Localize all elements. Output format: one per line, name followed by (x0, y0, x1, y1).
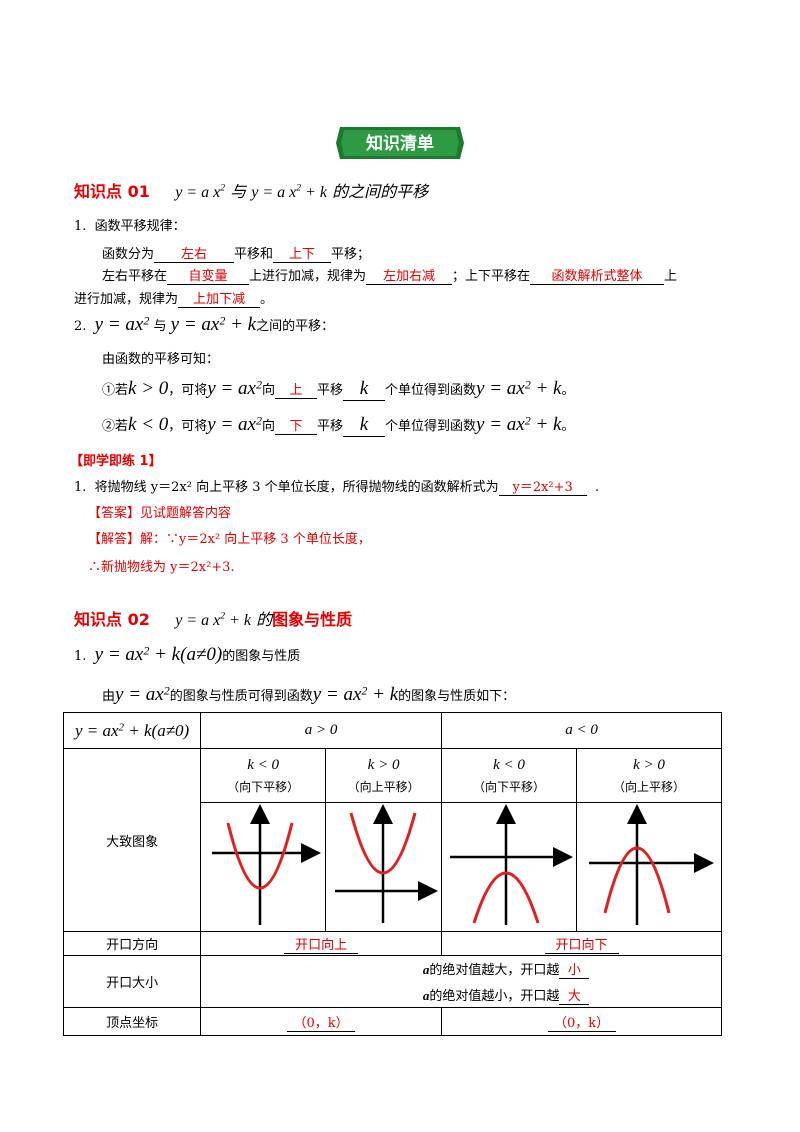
kp2-title: 知识点 02 y = a x2 + k 的图象与性质 (74, 610, 353, 629)
col-condition: k > 0（向上平移） (325, 748, 443, 803)
answer-blank: 左加右减 (383, 269, 436, 284)
kp1-item1-line2: 左右平移在自变量上进行加减，规律为左加右减；上下平移在函数解析式整体上 (102, 265, 677, 285)
row-label-open-size: 开口大小 (62, 955, 202, 1008)
kp1-title: 知识点 01 y = a x2 与 y = a x2 + k 的之间的平移 (74, 182, 429, 201)
table-header-formula: y = ax2 + k(a≠0) (62, 712, 202, 749)
practice-conclusion: ∴新抛物线为 y＝2x²+3. (88, 560, 235, 575)
kp1-item2-title: 2. y = ax2 与 y = ax2 + k之间的平移： (74, 313, 335, 335)
open-direction-down: 开口向下 (441, 931, 722, 956)
graph-cell-up-down (200, 802, 327, 932)
practice-solution: 【解答】解：∵y＝2x² 向上平移 3 个单位长度， (88, 532, 371, 547)
practice-answer-blank: y＝2x²+3 (512, 480, 573, 495)
practice-header: 【即学即练 1】 (70, 454, 162, 469)
parabola-graph-2 (334, 804, 438, 923)
row-label-vertex: 顶点坐标 (62, 1007, 202, 1036)
properties-table: y = ax2 + k(a≠0) a > 0 a < 0 大致图象 k < 0（… (62, 712, 722, 1036)
row-label-graph: 大致图象 (62, 748, 202, 932)
answer-blank: 上下 (289, 247, 316, 262)
section-banner: 知识清单 (336, 127, 464, 159)
open-size-cell: a的绝对值越大，开口越小 a的绝对值越小，开口越大 (200, 955, 722, 1008)
parabola-graph-4 (589, 804, 714, 925)
row-label-open-direction: 开口方向 (62, 931, 202, 956)
answer-blank: 函数解析式整体 (551, 269, 643, 284)
vertex-a-negative: （0，k） (441, 1007, 722, 1036)
answer-blank: 上加下减 (193, 292, 246, 307)
kp2-intro: 由y = ax2的图象与性质可得到函数y = ax2 + k的图象与性质如下： (102, 683, 516, 705)
kp2-label: 知识点 02 (74, 610, 150, 629)
col-condition: k > 0（向上平移） (576, 748, 722, 803)
kp2-item1-title: 1. y = ax2 + k(a≠0)的图象与性质 (74, 643, 301, 665)
col-condition: k < 0（向下平移） (200, 748, 327, 803)
kp1-item1-title: 1. 函数平移规律： (74, 219, 186, 234)
vertex-a-positive: （0，k） (200, 1007, 443, 1036)
table-header-a-positive: a > 0 (200, 712, 443, 749)
col-condition: k < 0（向下平移） (441, 748, 577, 803)
kp1-item1-line3: 进行加减，规律为上加下减。 (74, 288, 273, 308)
kp1-item1-line1: 函数分为左右平移和上下平移； (102, 243, 370, 263)
answer-blank: 自变量 (188, 269, 228, 284)
graph-cell-up-up (325, 802, 443, 932)
table-header-a-negative: a < 0 (441, 712, 722, 749)
kp1-label: 知识点 01 (74, 182, 150, 201)
answer-blank: 左右 (181, 247, 208, 262)
open-direction-up: 开口向上 (200, 931, 443, 956)
graph-cell-down-up (576, 802, 722, 932)
parabola-graph-1 (212, 804, 322, 925)
banner-title: 知识清单 (365, 133, 434, 154)
graph-cell-down-down (441, 802, 577, 932)
parabola-graph-3 (450, 804, 574, 925)
practice-answer: 【答案】见试题解答内容 (88, 506, 232, 521)
kp1-item2-intro: 由函数的平移可知： (102, 352, 220, 367)
